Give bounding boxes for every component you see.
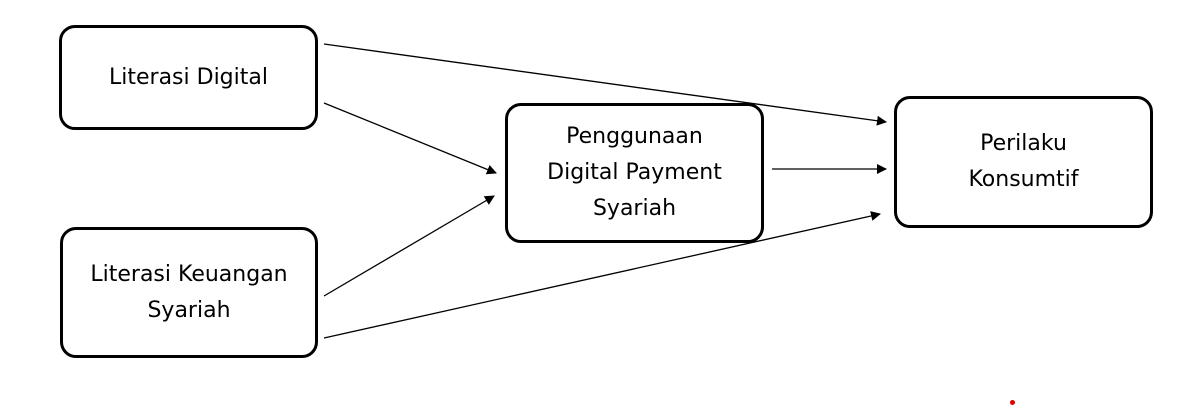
arrow-literasi-digital-to-perilaku-konsumtif	[323, 43, 887, 126]
node-penggunaan-digital-payment-syariah: Penggunaan Digital Payment Syariah	[505, 103, 764, 243]
node-literasi-keuangan-syariah: Literasi Keuangan Syariah	[60, 227, 318, 358]
arrow-literasi-digital-to-penggunaan-digital-payment	[323, 102, 497, 175]
red-marker-dot	[1010, 400, 1015, 405]
arrow-literasi-keuangan-syariah-to-perilaku-konsumtif	[323, 211, 881, 339]
node-label: Literasi Digital	[109, 64, 268, 90]
node-label: Konsumtif	[968, 167, 1079, 192]
node-label: Digital Payment	[547, 160, 722, 185]
node-literasi-digital: Literasi Digital	[59, 25, 318, 130]
node-label: Perilaku	[980, 131, 1067, 156]
node-label: Literasi Keuangan	[90, 261, 288, 287]
arrow-literasi-keuangan-syariah-to-penggunaan-digital-payment	[323, 195, 495, 297]
node-label: Syariah	[592, 196, 677, 221]
node-label: Penggunaan	[566, 124, 703, 149]
node-label: Syariah	[147, 297, 231, 323]
node-perilaku-konsumtif: Perilaku Konsumtif	[894, 96, 1153, 228]
